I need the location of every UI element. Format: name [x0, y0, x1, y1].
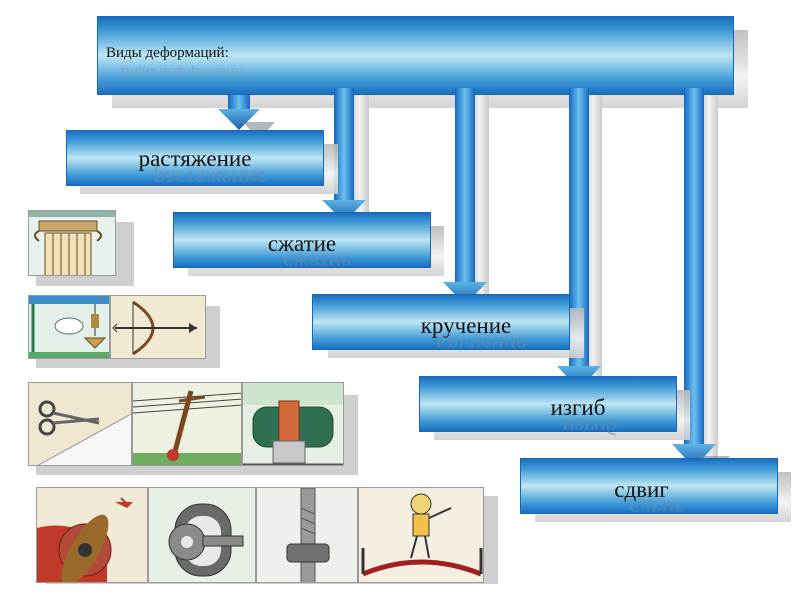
arrow-to-twist [443, 88, 503, 314]
tightrope-walker-icon [358, 487, 484, 583]
label-stretch: растяжение [138, 146, 252, 171]
label-stretch-reflection: растяжение [153, 166, 267, 191]
power-pole-icon [132, 382, 242, 466]
arrow-shadow [471, 95, 489, 295]
label-compress-reflection: сжатие [282, 250, 352, 275]
box-bend: изгиб изгиб [419, 376, 677, 439]
key-lock-icon [148, 487, 256, 583]
vise-screw-icon [242, 382, 344, 466]
box-compress: сжатие сжатие [173, 212, 431, 275]
label-shear: сдвиг [614, 477, 669, 502]
box-stretch: растяжение растяжение [66, 130, 324, 191]
diagram-title: Виды деформаций: [106, 45, 229, 61]
label-bend-reflection: изгиб [562, 414, 618, 439]
column-icon [28, 210, 116, 276]
box-shear: сдвиг сдвиг [520, 458, 778, 521]
box-twist: кручение кручение [312, 294, 570, 357]
bolt-icon [256, 487, 358, 583]
arrow-shadow [700, 95, 718, 460]
propeller-icon [36, 487, 148, 583]
arrow-shadow [351, 95, 369, 215]
scissors-paper-icon [28, 382, 132, 466]
arrow-to-stretch [218, 95, 275, 140]
label-twist-reflection: кручение [435, 332, 527, 357]
label-shear-reflection: сдвиг [629, 496, 684, 521]
weight-scale-icon [28, 295, 110, 359]
label-compress: сжатие [267, 231, 337, 256]
label-bend: изгиб [550, 395, 606, 420]
bow-arrow-icon [110, 295, 206, 359]
label-twist: кручение [420, 313, 512, 338]
header-bar: Виды деформаций: Виды деформаций: [97, 16, 734, 95]
